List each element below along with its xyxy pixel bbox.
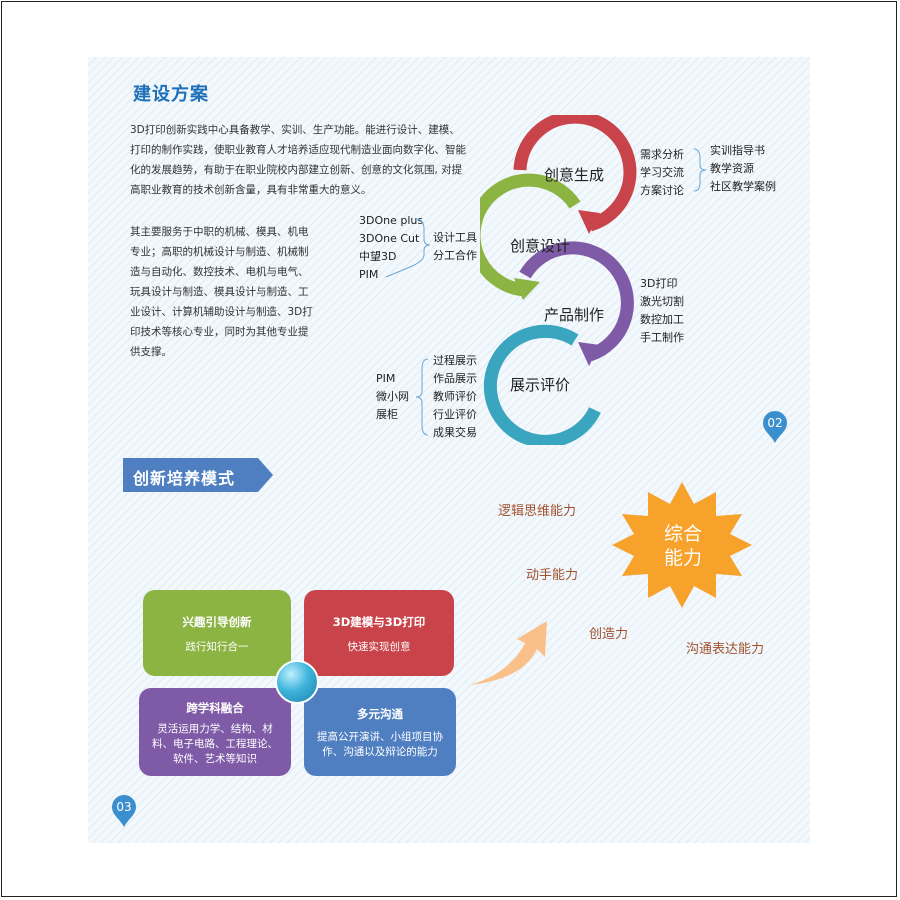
stage1-items: 需求分析 学习交流 方案讨论	[640, 146, 684, 200]
paragraph-line: 打印的制作实践，使职业教育人才培养适应现代制造业面向数字化、智能	[130, 144, 466, 156]
section-title-innovation: 创新培养模式	[133, 469, 236, 488]
bracket-icon	[693, 148, 707, 192]
arc-stage2	[480, 173, 581, 297]
list-item: 过程展示	[433, 354, 477, 367]
paragraph-line: 专业；高职的机械设计与制造、机械制	[130, 246, 309, 258]
tile-title: 跨学科融合	[186, 701, 244, 715]
location-pin-icon	[763, 411, 787, 443]
stage4-items: 过程展示 作品展示 教师评价 行业评价 成果交易	[433, 352, 477, 442]
arc-stage3	[519, 241, 634, 362]
list-item: 数控加工	[640, 313, 684, 326]
list-item: 3D打印	[640, 277, 678, 290]
page-number-marker: 03	[111, 794, 137, 827]
paragraph-line: 高职业教育的技术创新含量，具有非常重大的意义。	[130, 184, 372, 196]
list-item: 展柜	[376, 408, 398, 421]
ribbon-shape	[123, 458, 273, 492]
tile-communication: 多元沟通 提高公开演讲、小组项目协作、沟通以及辩论的能力	[304, 688, 456, 776]
stage-label-3: 产品制作	[544, 306, 605, 324]
arrow-stage1	[578, 210, 600, 234]
list-item: 分工合作	[433, 249, 477, 262]
section-title-ribbon: 创新培养模式	[123, 458, 273, 492]
list-item: 微小网	[376, 390, 409, 403]
location-pin-icon	[112, 795, 136, 827]
list-item: 手工制作	[640, 331, 684, 344]
tile-title: 多元沟通	[357, 707, 403, 721]
tile-title: 兴趣引导创新	[182, 615, 252, 629]
list-item: 作品展示	[433, 372, 477, 385]
core-ability-label: 综合 能力	[650, 522, 716, 570]
tile-interdisciplinary: 跨学科融合 灵活运用力学、结构、材料、电子电路、工程理论、软件、艺术等知识	[139, 688, 291, 776]
curved-arrow-icon	[470, 621, 547, 685]
tile-subtitle: 践行知行合一	[185, 641, 249, 653]
list-item: 教师评价	[433, 390, 477, 403]
service-paragraph: 其主要服务于中职的机械、模具、机电 专业；高职的机械设计与制造、机械制 造与自动…	[130, 222, 326, 362]
bracket-icon	[385, 218, 431, 278]
stage3-items: 3D打印 激光切割 数控加工 手工制作	[640, 275, 684, 347]
list-item: 行业评价	[433, 408, 477, 421]
list-item: 3DOne Cut	[359, 232, 420, 245]
stage-label-2: 创意设计	[510, 237, 571, 255]
list-item: 中望3D	[359, 250, 397, 263]
core-label-line: 能力	[663, 547, 702, 569]
process-cycle-diagram	[480, 115, 637, 445]
list-item: 学习交流	[640, 166, 684, 179]
arrow-stage3	[578, 342, 600, 366]
arc-stage4	[483, 324, 601, 445]
ability-creativity: 创造力	[589, 627, 629, 642]
paragraph-line: 造与自动化、数控技术、电机与电气、	[130, 266, 309, 278]
paragraph-line: 供支撑。	[130, 346, 172, 358]
paragraph-line: 化的发展趋势，有助于在职业院校内部建立创新、创意的文化氛围, 对提	[130, 164, 463, 176]
core-label-line: 综合	[663, 523, 702, 545]
center-orb	[275, 660, 319, 704]
starburst-shape	[612, 482, 752, 608]
ability-hands-on: 动手能力	[526, 568, 579, 583]
list-item: 实训指导书	[710, 144, 765, 157]
list-item: 设计工具	[433, 231, 477, 244]
list-item: PIM	[359, 268, 379, 281]
paragraph-line: 玩具设计与制造、模具设计与制造、工	[130, 286, 309, 298]
section-title-construction: 建设方案	[133, 84, 209, 105]
arrow-stage2	[514, 278, 540, 300]
stage-label-4: 展示评价	[510, 376, 571, 394]
paragraph-line: 其主要服务于中职的机械、模具、机电	[130, 226, 309, 238]
bracket-icon	[415, 358, 429, 436]
page-number: 03	[116, 800, 132, 814]
list-item: PIM	[376, 372, 396, 385]
tile-subtitle: 提高公开演讲、小组项目协作、沟通以及辩论的能力	[317, 731, 443, 758]
tile-title: 3D建模与3D打印	[332, 615, 426, 629]
ability-logic: 逻辑思维能力	[498, 504, 577, 519]
arc-stage1	[513, 115, 637, 232]
list-item: 成果交易	[433, 426, 477, 439]
list-item: 需求分析	[640, 148, 684, 161]
tile-interest: 兴趣引导创新 践行知行合一	[143, 590, 291, 676]
list-item: 激光切割	[640, 295, 684, 308]
stage4-platforms: PIM 微小网 展柜	[376, 370, 409, 424]
tile-3d-modeling: 3D建模与3D打印 快速实现创意	[304, 590, 454, 676]
intro-paragraph: 3D打印创新实践中心具备教学、实训、生产功能。能进行设计、建模、 打印的制作实践…	[130, 120, 480, 200]
paragraph-line: 3D打印创新实践中心具备教学、实训、生产功能。能进行设计、建模、	[130, 124, 460, 136]
stage2-items: 设计工具 分工合作	[433, 229, 477, 265]
stage2-tools: 3DOne plus 3DOne Cut 中望3D PIM	[359, 212, 423, 284]
stage1-resources: 实训指导书 教学资源 社区教学案例	[710, 142, 776, 196]
ability-communication: 沟通表达能力	[686, 642, 765, 657]
page-number-marker: 02	[762, 410, 788, 443]
page-number: 02	[767, 416, 783, 430]
list-item: 方案讨论	[640, 184, 684, 197]
stage-label-1: 创意生成	[544, 166, 605, 184]
paragraph-line: 印技术等核心专业，同时为其他专业提	[130, 326, 309, 338]
tile-subtitle: 快速实现创意	[347, 641, 411, 653]
tile-subtitle: 灵活运用力学、结构、材料、电子电路、工程理论、软件、艺术等知识	[152, 723, 278, 765]
list-item: 社区教学案例	[710, 180, 776, 193]
list-item: 3DOne plus	[359, 214, 424, 227]
list-item: 教学资源	[710, 162, 754, 175]
paragraph-line: 业设计、计算机辅助设计与制造、3D打	[130, 306, 313, 318]
